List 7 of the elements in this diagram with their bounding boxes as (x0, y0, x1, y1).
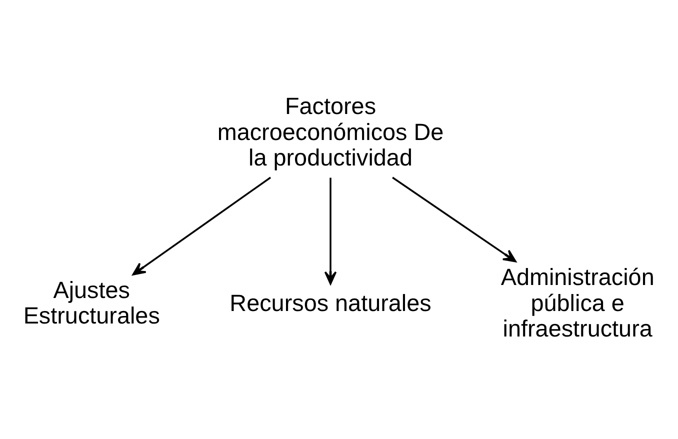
node-text: Factores macroeconómicos De la productividad (217, 93, 444, 171)
node-text: Ajustes Estructurales (23, 276, 160, 329)
arrow (324, 178, 337, 285)
node-text: Recursos naturales (230, 290, 432, 316)
arrow (132, 176, 272, 276)
node-text: Administración pública e infraestructura (500, 264, 654, 342)
arrow (392, 176, 516, 262)
